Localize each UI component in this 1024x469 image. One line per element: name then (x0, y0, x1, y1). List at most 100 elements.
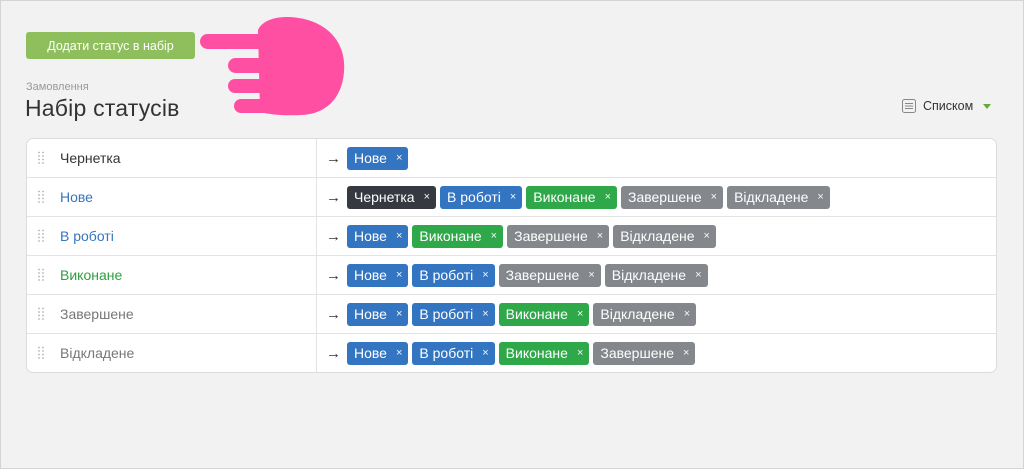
status-tag-label: Виконане (505, 345, 568, 361)
remove-tag-icon[interactable]: × (588, 269, 595, 281)
status-tag-label: Нове (354, 228, 387, 244)
view-mode-dropdown[interactable]: Списком (901, 96, 992, 116)
drag-handle-icon[interactable] (38, 190, 44, 204)
arrow-right-icon: → (326, 149, 341, 167)
target-tags: Нове×В роботі×Завершене×Відкладене× (347, 263, 708, 287)
status-tag: В роботі × (412, 302, 495, 326)
status-targets-cell[interactable]: →Нове×В роботі×Виконане×Завершене× (317, 334, 996, 372)
status-targets-cell[interactable]: →Нове×В роботі×Завершене×Відкладене× (317, 256, 996, 294)
status-name[interactable]: Нове (60, 189, 93, 205)
status-tag: Завершене × (507, 224, 610, 248)
status-tag: Нове× (347, 302, 409, 326)
remove-tag-icon[interactable]: × (395, 230, 403, 242)
status-targets-cell[interactable]: →Нове×Виконане×Завершене×Відкладене× (317, 217, 996, 255)
target-tags: Чернетка×В роботі×Виконане×Завершене×Від… (347, 185, 830, 209)
target-tags: Нове × Виконане × Завершене × Відкладене × (347, 224, 716, 248)
remove-tag-icon[interactable]: × (509, 191, 517, 203)
status-name: Чернетка (60, 150, 121, 166)
status-tag-label: Відкладене (734, 189, 809, 205)
remove-tag-icon[interactable]: × (395, 347, 403, 359)
status-tag: Виконане × (498, 302, 590, 326)
remove-tag-icon[interactable]: × (683, 347, 690, 359)
drag-handle-icon[interactable] (38, 268, 44, 282)
status-tag-label: Відкладене (611, 267, 687, 283)
pointing-hand-icon (200, 17, 345, 116)
target-tags: Нове× В роботі × Виконане × Відкладене × (347, 302, 697, 326)
status-name[interactable]: Відкладене (60, 345, 135, 361)
remove-tag-icon[interactable]: × (482, 308, 489, 320)
arrow-right-icon: → (326, 266, 341, 284)
arrow-right-icon: → (326, 188, 341, 206)
status-tag: Відкладене × (613, 224, 716, 248)
remove-tag-icon[interactable]: × (596, 230, 604, 242)
remove-tag-icon[interactable]: × (395, 152, 403, 164)
status-tag: Чернетка× (347, 185, 437, 209)
remove-tag-icon[interactable]: × (490, 230, 498, 242)
status-name-cell: Чернетка (27, 139, 317, 177)
breadcrumb[interactable]: Замовлення (26, 81, 89, 93)
status-tag: Завершене× (593, 341, 696, 365)
status-name[interactable]: Завершене (60, 306, 134, 322)
remove-tag-icon[interactable]: × (395, 308, 403, 320)
remove-tag-icon[interactable]: × (576, 308, 584, 320)
add-status-button[interactable]: Додати статус в набір (26, 32, 195, 59)
remove-tag-icon[interactable]: × (817, 191, 824, 203)
status-tag-label: В роботі (447, 189, 501, 205)
remove-tag-icon[interactable]: × (482, 269, 489, 281)
remove-tag-icon[interactable]: × (423, 191, 431, 203)
status-name-cell: Нове (27, 178, 317, 216)
status-name-cell: В роботі (27, 217, 317, 255)
arrow-right-icon: → (326, 305, 341, 323)
drag-handle-icon[interactable] (38, 346, 44, 360)
remove-tag-icon[interactable]: × (604, 191, 611, 203)
status-tag-label: Завершене (628, 189, 702, 205)
remove-tag-icon[interactable]: × (703, 230, 710, 242)
drag-handle-icon[interactable] (38, 229, 44, 243)
status-targets-cell[interactable]: → Нове× (317, 139, 996, 177)
status-tag: Виконане × (498, 341, 590, 365)
status-tag: Завершене× (498, 263, 601, 287)
status-name[interactable]: Виконане (60, 267, 123, 283)
remove-tag-icon[interactable]: × (576, 347, 584, 359)
remove-tag-icon[interactable]: × (395, 269, 403, 281)
status-tag-label: В роботі (419, 345, 474, 361)
status-tag: Відкладене × (604, 263, 708, 287)
status-name-cell: Відкладене (27, 334, 317, 372)
status-transitions-table: Чернетка→Нове×Нове→Чернетка×В роботі×Вик… (26, 138, 997, 373)
status-name-cell: Виконане (27, 256, 317, 294)
status-row: Виконане→Нове×В роботі×Завершене×Відклад… (27, 256, 996, 295)
remove-tag-icon[interactable]: × (695, 269, 702, 281)
status-tag-label: Нове (354, 345, 387, 361)
status-row: Нове → Чернетка× В роботі × Виконане × Завершен… (27, 178, 996, 217)
status-tag: Нове × (347, 341, 409, 365)
status-tag-label: Виконане (533, 189, 596, 205)
status-targets-cell[interactable]: → Нове× В роботі × Виконане × Відкладене × (317, 295, 996, 333)
remove-tag-icon[interactable]: × (710, 191, 718, 203)
status-tag-label: В роботі (419, 267, 474, 283)
status-tag: В роботі × (440, 185, 523, 209)
target-tags: Нове×В роботі×Виконане×Завершене× (347, 341, 696, 365)
remove-tag-icon[interactable]: × (482, 347, 489, 359)
status-tag: Виконане × (526, 185, 617, 209)
status-tag: В роботі × (412, 263, 495, 287)
status-tag-label: Нове (354, 267, 387, 283)
remove-tag-icon[interactable]: × (683, 308, 691, 320)
status-tag-label: Відкладене (600, 306, 675, 322)
status-row: Відкладене→Нове×В роботі×Виконане×Заверш… (27, 334, 996, 372)
status-tag-label: Завершене (514, 228, 588, 244)
status-name[interactable]: В роботі (60, 228, 114, 244)
status-tag-label: В роботі (419, 306, 474, 322)
status-tag-label: Виконане (505, 306, 568, 322)
status-targets-cell[interactable]: →Чернетка×В роботі×Виконане×Завершене×Ві… (317, 178, 996, 216)
status-row: Завершене→Нове×В роботі×Виконане×Відклад… (27, 295, 996, 334)
list-icon (902, 99, 916, 113)
chevron-down-icon (983, 103, 992, 109)
status-tag: Нове × (347, 224, 409, 248)
status-tag: Нове× (347, 146, 409, 170)
status-tag: Відкладене × (593, 302, 697, 326)
status-tag-label: Виконане (419, 228, 482, 244)
status-tag: Відкладене × (727, 185, 830, 209)
drag-handle-icon[interactable] (38, 151, 44, 165)
status-tag-label: Відкладене (620, 228, 695, 244)
drag-handle-icon[interactable] (38, 307, 44, 321)
